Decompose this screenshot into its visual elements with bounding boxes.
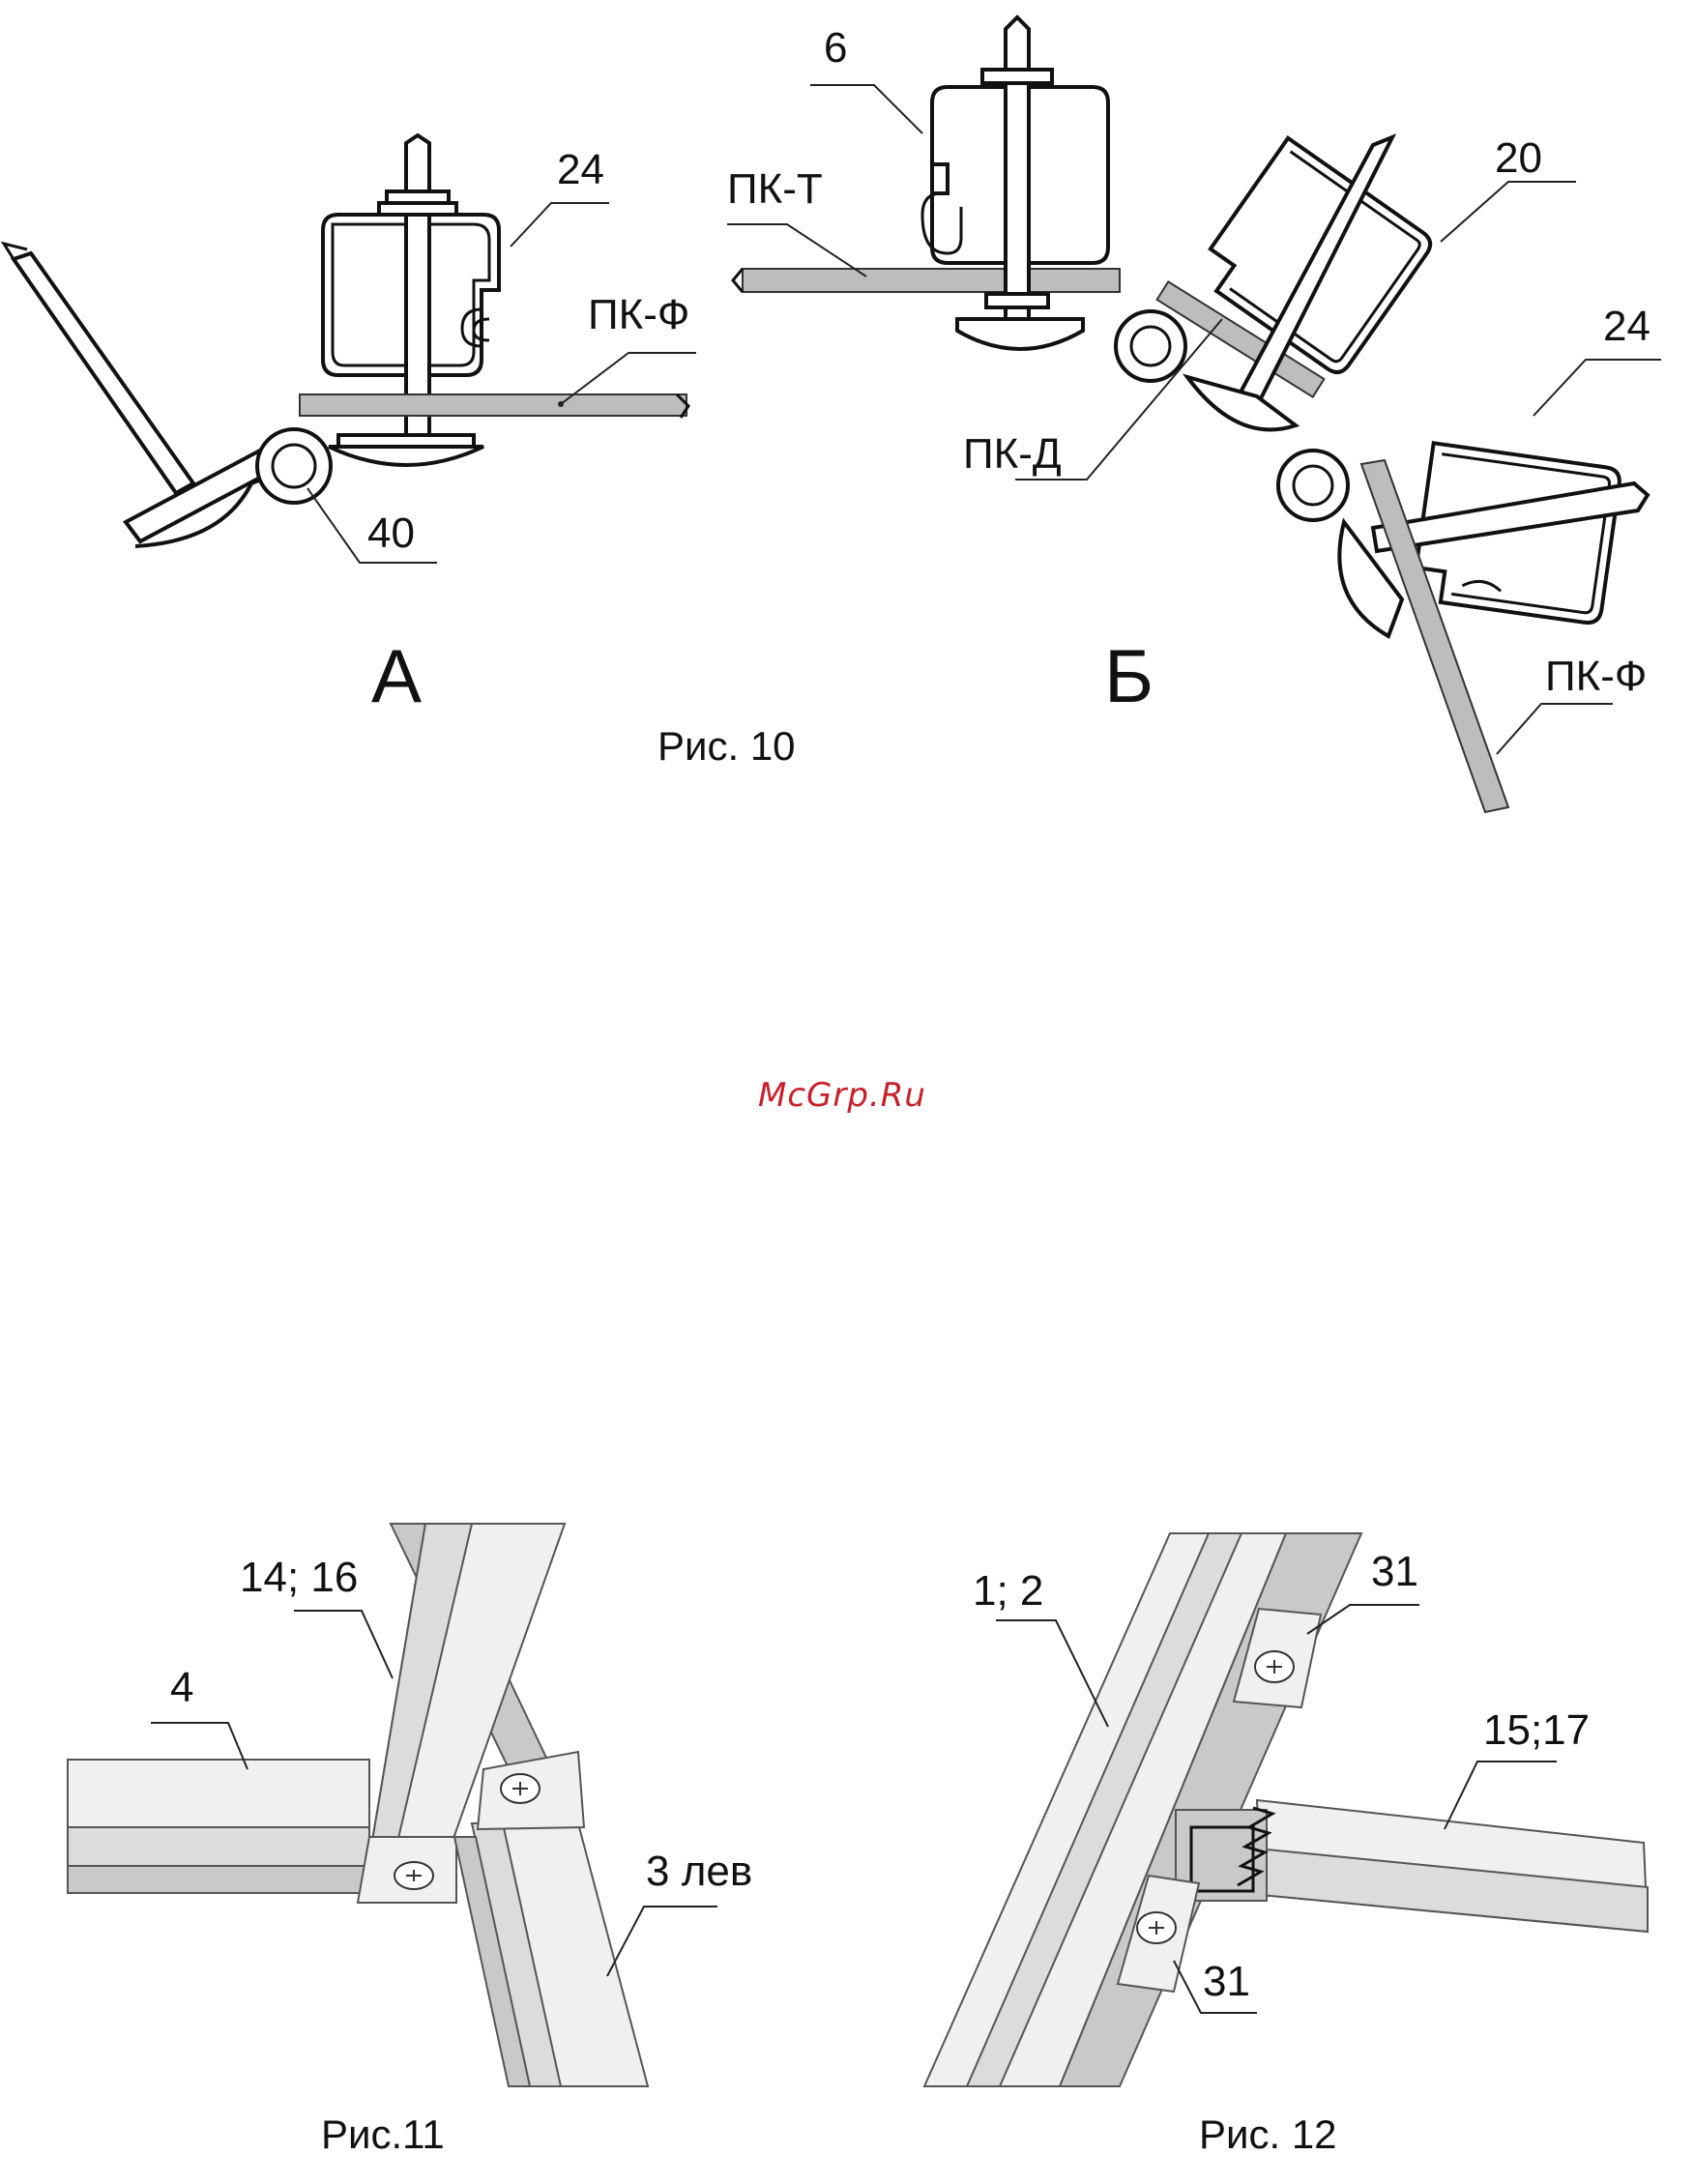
label-b-24: 24 [1603, 303, 1650, 350]
label-a-24: 24 [557, 146, 604, 193]
label-b-pkd: ПК-Д [963, 430, 1062, 478]
label-fig12-1517: 15;17 [1483, 1706, 1590, 1754]
label-b-6: 6 [824, 24, 847, 72]
label-b-pkf: ПК-Ф [1545, 653, 1647, 700]
figure11-drawing [68, 1524, 717, 2086]
figure12-caption: Рис. 12 [1199, 2111, 1337, 2157]
watermark: McGrp.Ru [758, 1076, 926, 1115]
label-b-pkt: ПК-Т [727, 165, 823, 213]
variant-a-letter: А [371, 633, 422, 718]
b-dome-washer [957, 319, 1083, 349]
label-fig11-1416: 14; 16 [240, 1554, 358, 1601]
variant-b-letter: Б [1104, 633, 1154, 718]
b-roller-1 [1116, 311, 1185, 381]
a-left-screw [4, 244, 285, 546]
label-fig11-4: 4 [170, 1664, 193, 1711]
label-fig12-31-bottom: 31 [1203, 1958, 1250, 2005]
b-plate-pkt [743, 269, 1120, 292]
figure12-drawing [924, 1533, 1648, 2086]
a-roller-40 [257, 429, 331, 503]
label-a-pkf: ПК-Ф [588, 291, 689, 338]
figure11-caption: Рис.11 [321, 2111, 445, 2157]
a-plate-pkf [300, 394, 686, 416]
label-fig11-3lev: 3 лев [646, 1848, 752, 1895]
figure10-caption: Рис. 10 [657, 723, 796, 769]
b-roller-2 [1278, 451, 1348, 520]
label-a-40: 40 [367, 510, 415, 557]
label-fig12-12: 1; 2 [973, 1567, 1043, 1615]
figure10-variant-a [4, 135, 696, 563]
a-dome-washer [329, 435, 483, 465]
label-fig12-31-top: 31 [1371, 1548, 1418, 1595]
label-b-20: 20 [1495, 134, 1542, 182]
